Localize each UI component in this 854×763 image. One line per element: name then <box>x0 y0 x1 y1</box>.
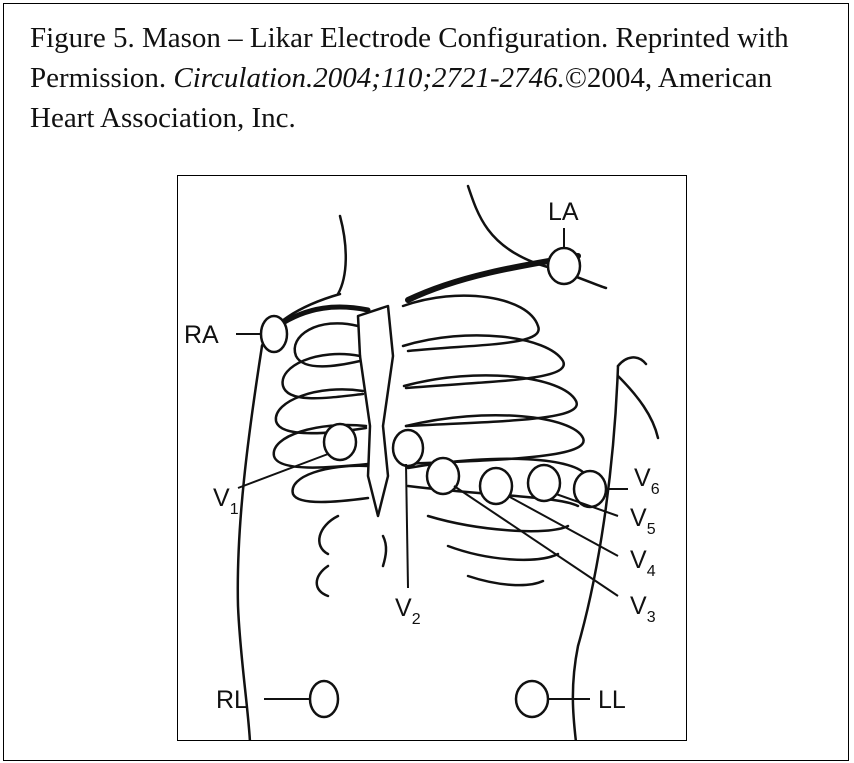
label-la: LA <box>548 198 579 226</box>
lower-center-mark <box>383 536 386 566</box>
electrode-diagram: LA RA V1 V2 V3 V4 V5 V6 RL LL <box>177 175 687 741</box>
torso-left-outline <box>618 376 658 438</box>
rib-l1 <box>403 296 539 351</box>
label-v3: V3 <box>630 592 656 626</box>
electrode-v4 <box>480 468 512 504</box>
torso-right-outline <box>238 346 262 741</box>
electrode-ra <box>261 316 287 352</box>
neck-left-outline <box>338 216 346 294</box>
label-ll: LL <box>598 686 626 714</box>
electrode-ll <box>516 681 548 717</box>
label-rl: RL <box>216 686 248 714</box>
label-v5: V5 <box>630 504 656 538</box>
neck-right-outline <box>468 186 538 264</box>
armpit-line <box>618 357 646 366</box>
electrode-v5 <box>528 465 560 501</box>
torso-left-lower <box>573 366 618 741</box>
rib-r6 <box>319 516 338 554</box>
label-v2: V2 <box>395 594 421 628</box>
electrode-v3 <box>427 458 459 494</box>
rib-l8 <box>448 546 558 560</box>
sternum <box>358 306 393 516</box>
leader-v4 <box>508 496 618 556</box>
electrode-la <box>548 248 580 284</box>
rib-r5 <box>293 466 368 502</box>
rib-l9 <box>468 576 543 585</box>
electrode-v1 <box>324 424 356 460</box>
label-v6: V6 <box>634 464 660 498</box>
electrode-rl <box>310 681 338 717</box>
torso-illustration: LA RA V1 V2 V3 V4 V5 V6 RL LL <box>178 176 687 741</box>
label-v1: V1 <box>213 484 239 518</box>
label-v4: V4 <box>630 546 656 580</box>
rib-r7 <box>317 566 328 596</box>
caption-citation: Circulation.2004;110;2721-2746. <box>173 62 564 94</box>
electrode-v2 <box>393 430 423 466</box>
clavicle-right <box>278 307 368 326</box>
leader-v2 <box>406 464 408 588</box>
label-ra: RA <box>184 321 219 349</box>
figure-caption: Figure 5. Mason – Likar Electrode Config… <box>30 18 820 138</box>
